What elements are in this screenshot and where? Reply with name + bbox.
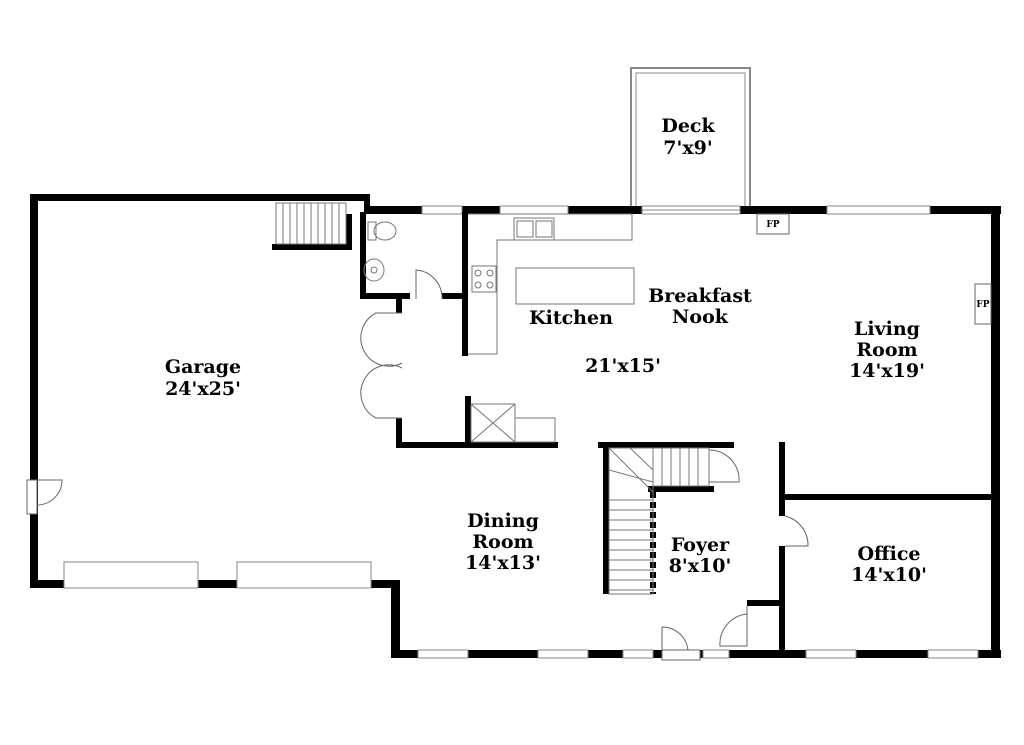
fireplace-right: FP (974, 283, 992, 325)
breakfast-nook-name-line1: Breakfast (648, 285, 752, 307)
doors (26, 269, 809, 661)
deck-size: 7'x9' (663, 137, 712, 159)
kitchen-nook-size: 21'x15' (585, 355, 661, 377)
fireplace-label: FP (766, 220, 779, 230)
dining-room-size: 14'x13' (465, 552, 541, 574)
garage-size: 24'x25' (165, 378, 241, 400)
kitchen-fixtures (468, 213, 635, 443)
dining-room-name-line1: Dining (467, 510, 539, 532)
foyer-size: 8'x10' (669, 555, 732, 577)
office-name: Office (857, 543, 920, 565)
dining-room-name-line2: Room (472, 531, 533, 553)
windows (63, 205, 979, 659)
interior-walls (272, 212, 994, 656)
foyer-stairs (608, 447, 710, 595)
living-room-name-line2: Room (856, 339, 917, 361)
garage-name: Garage (165, 356, 241, 378)
kitchen-name: Kitchen (529, 307, 613, 329)
foyer-name: Foyer (671, 534, 730, 556)
office-size: 14'x10' (851, 564, 927, 586)
living-room-size: 14'x19' (849, 360, 925, 382)
deck-name: Deck (661, 115, 715, 137)
powder-room-fixtures (363, 221, 397, 282)
fireplace-top: FP (756, 213, 790, 235)
living-room-name-line1: Living (854, 318, 920, 340)
garage-stairs (275, 202, 347, 245)
breakfast-nook-name-line2: Nook (672, 306, 729, 328)
fireplace-label: FP (976, 300, 989, 310)
